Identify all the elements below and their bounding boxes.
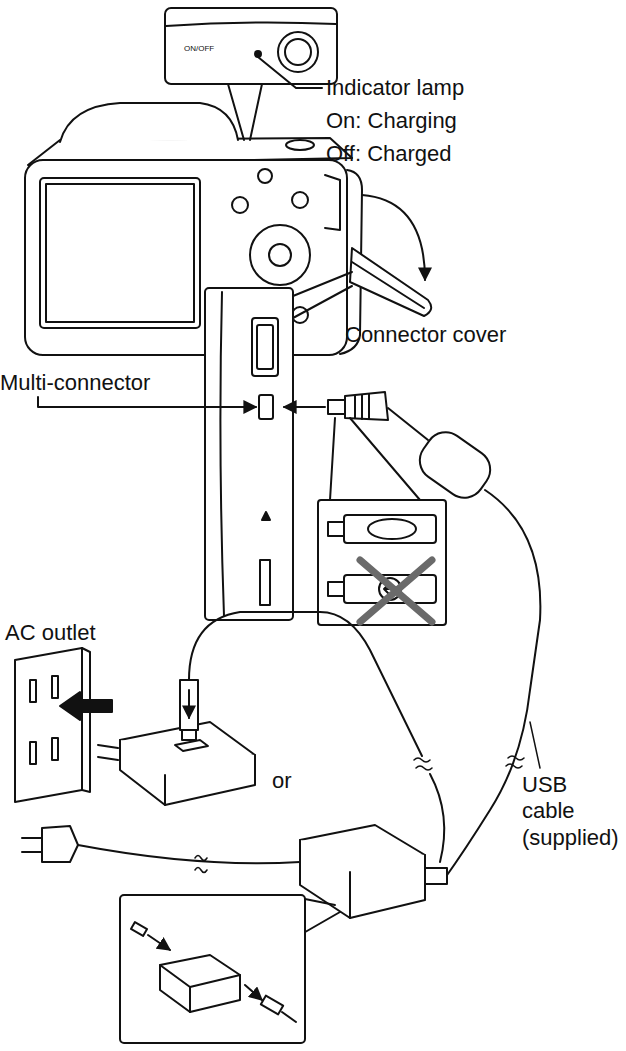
ac-adapter xyxy=(430,774,444,862)
usb-cable xyxy=(284,392,540,878)
button-inset xyxy=(165,8,337,84)
adapter-inset xyxy=(160,965,240,1012)
status-note: Off: Charged xyxy=(326,141,606,167)
adapter-inset xyxy=(131,922,147,936)
ac-outlet xyxy=(15,648,82,802)
ac-outlet xyxy=(60,692,112,720)
adapter-inset xyxy=(148,935,170,950)
part-label: Connector cover xyxy=(345,322,615,348)
connector-inset xyxy=(260,560,270,605)
ac-outlet xyxy=(15,648,112,802)
ac-adapter xyxy=(195,856,207,873)
usb-cable xyxy=(530,722,540,768)
ac-adapter xyxy=(42,826,78,862)
orientation-inset xyxy=(318,500,446,625)
connector-cover xyxy=(350,248,431,316)
orientation-inset xyxy=(344,515,436,543)
usb-cable xyxy=(388,408,428,440)
ac-outlet xyxy=(82,648,90,792)
camera-body xyxy=(25,103,362,355)
adapter-inset xyxy=(261,996,283,1015)
ac-outlet xyxy=(30,742,36,764)
adapter-inset xyxy=(120,895,305,1043)
ac-adapter xyxy=(189,612,422,756)
ac-outlet xyxy=(52,676,58,698)
ac-adapter xyxy=(120,740,255,805)
connector-inset xyxy=(252,318,278,376)
orientation-inset xyxy=(328,582,344,596)
adapter-inset xyxy=(120,895,340,1043)
adapter-inset xyxy=(282,1012,296,1022)
usb-cable xyxy=(328,400,345,414)
ac-adapter xyxy=(425,868,447,884)
part-label: AC outlet xyxy=(5,620,205,646)
ac-outlet xyxy=(52,738,58,760)
status-note: On: Charging xyxy=(326,108,606,134)
ac-adapter xyxy=(349,872,351,918)
orientation-inset xyxy=(330,418,420,500)
part-label: USB cable (supplied) xyxy=(522,772,624,851)
button-inset xyxy=(228,84,262,140)
button-inset xyxy=(166,22,336,26)
connector-inset xyxy=(38,272,352,620)
orientation-inset xyxy=(368,519,416,539)
ac-adapter xyxy=(98,612,444,862)
camera-body xyxy=(232,197,248,213)
button-inset xyxy=(165,8,337,140)
button-inset xyxy=(285,39,311,65)
ac-adapter xyxy=(22,838,42,852)
connector-inset xyxy=(293,272,352,318)
camera-body xyxy=(269,244,291,266)
adapter-inset xyxy=(160,955,240,987)
note-text: or xyxy=(272,768,332,794)
camera-body xyxy=(325,175,340,230)
camera-body xyxy=(286,140,314,150)
ac-outlet xyxy=(30,680,36,702)
connector-cover xyxy=(350,195,431,316)
orientation-inset xyxy=(360,560,432,622)
ac-adapter xyxy=(180,680,198,730)
camera-body xyxy=(250,225,310,285)
adapter-inset xyxy=(189,987,191,1012)
adapter-inset xyxy=(245,985,262,1000)
usb-cable xyxy=(284,406,325,408)
camera-body xyxy=(292,192,308,208)
camera-body xyxy=(46,184,194,322)
connector-inset xyxy=(262,512,270,520)
button-marking: ON/OFF xyxy=(184,44,244,54)
ac-adapter xyxy=(78,845,300,863)
connector-cover xyxy=(352,262,424,308)
camera-body xyxy=(258,169,272,183)
ac-adapter xyxy=(182,730,196,740)
connector-inset xyxy=(259,395,273,419)
ac-adapter xyxy=(164,775,166,805)
connector-inset xyxy=(220,292,224,616)
connector-inset xyxy=(205,288,293,620)
connector-inset xyxy=(257,325,273,369)
connector-cover xyxy=(362,195,425,280)
camera-body xyxy=(25,160,347,355)
usb-cable xyxy=(412,424,498,505)
ac-adapter xyxy=(188,690,190,718)
orientation-inset xyxy=(328,522,344,536)
usb-cable xyxy=(355,394,369,419)
ac-adapter xyxy=(98,745,118,760)
orientation-inset xyxy=(318,418,446,625)
button-inset xyxy=(258,57,322,88)
ac-adapter xyxy=(175,740,208,751)
camera-body xyxy=(60,103,238,142)
part-label: Multi-connector xyxy=(0,370,220,396)
usb-cable xyxy=(506,756,524,768)
camera-body xyxy=(40,178,200,328)
connector-inset xyxy=(38,397,256,407)
ac-adapter xyxy=(414,758,432,770)
ac-adapter xyxy=(300,840,425,918)
usb-cable xyxy=(345,392,388,420)
part-label: Indicator lamp xyxy=(326,75,606,101)
button-inset xyxy=(278,32,318,72)
